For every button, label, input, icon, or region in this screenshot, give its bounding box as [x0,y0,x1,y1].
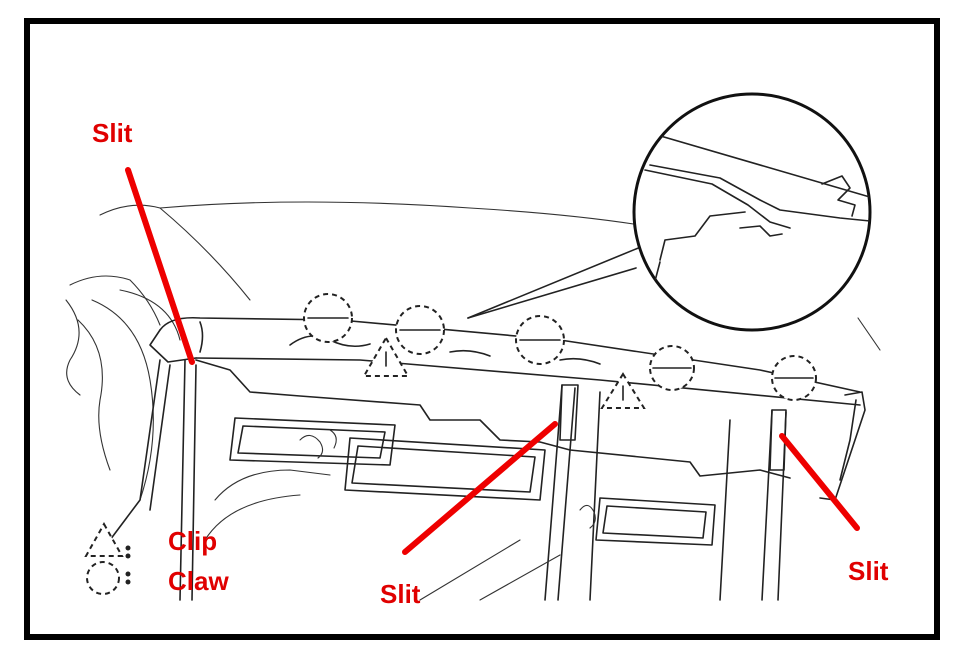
claw-marker [395,305,445,355]
slit-label-bottom-right: Slit [848,556,889,586]
clip-marker [362,336,410,377]
legend-clip-symbol [84,521,131,559]
claw-marker [649,345,695,391]
legend-claw-label: Claw [168,566,229,596]
legend-claw-symbol [86,561,131,595]
trim-panel [109,316,866,601]
callout-line-slit-left [125,167,195,365]
callout-lines [125,167,860,555]
clip-markers [362,336,646,409]
detail-magnifier [467,92,872,332]
body-outline [65,201,881,501]
clip-marker [600,372,646,409]
slit-label-bottom-center: Slit [380,579,421,609]
callout-line-slit-right [779,433,860,531]
claw-marker [303,293,353,343]
legend: Clip Claw [84,521,229,596]
slit-label-top-left: Slit [92,118,133,148]
legend-clip-label: Clip [168,526,217,556]
claw-marker [771,355,817,401]
callout-line-slit-center [402,421,558,555]
claw-marker [515,315,565,365]
claw-markers [303,293,817,401]
